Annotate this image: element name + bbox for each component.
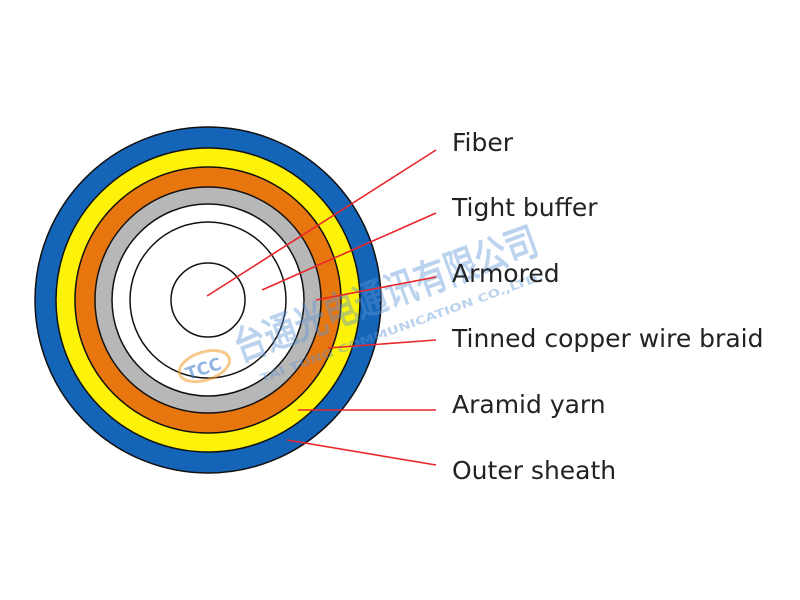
leader-line-outer-sheath xyxy=(286,439,437,466)
leader-line-fiber xyxy=(206,149,437,297)
leader-line-tinned-copper-braid xyxy=(327,339,437,349)
label-tinned-copper-wire-braid: Tinned copper wire braid xyxy=(451,324,763,353)
watermark-logo-swoosh xyxy=(177,349,231,384)
callout-labels: Fiber Tight buffer Armored Tinned copper… xyxy=(451,128,763,485)
cable-layers xyxy=(34,126,382,474)
leader-line-armored xyxy=(315,276,437,301)
leader-lines xyxy=(206,149,437,466)
fiber-core xyxy=(170,262,246,338)
label-outer-sheath: Outer sheath xyxy=(452,456,616,485)
label-fiber: Fiber xyxy=(452,128,514,157)
label-tight-buffer: Tight buffer xyxy=(451,193,598,222)
label-aramid-yarn: Aramid yarn xyxy=(452,390,606,419)
tight-buffer-ring xyxy=(129,221,287,379)
label-armored: Armored xyxy=(452,259,560,288)
leader-line-tight-buffer xyxy=(261,212,437,291)
